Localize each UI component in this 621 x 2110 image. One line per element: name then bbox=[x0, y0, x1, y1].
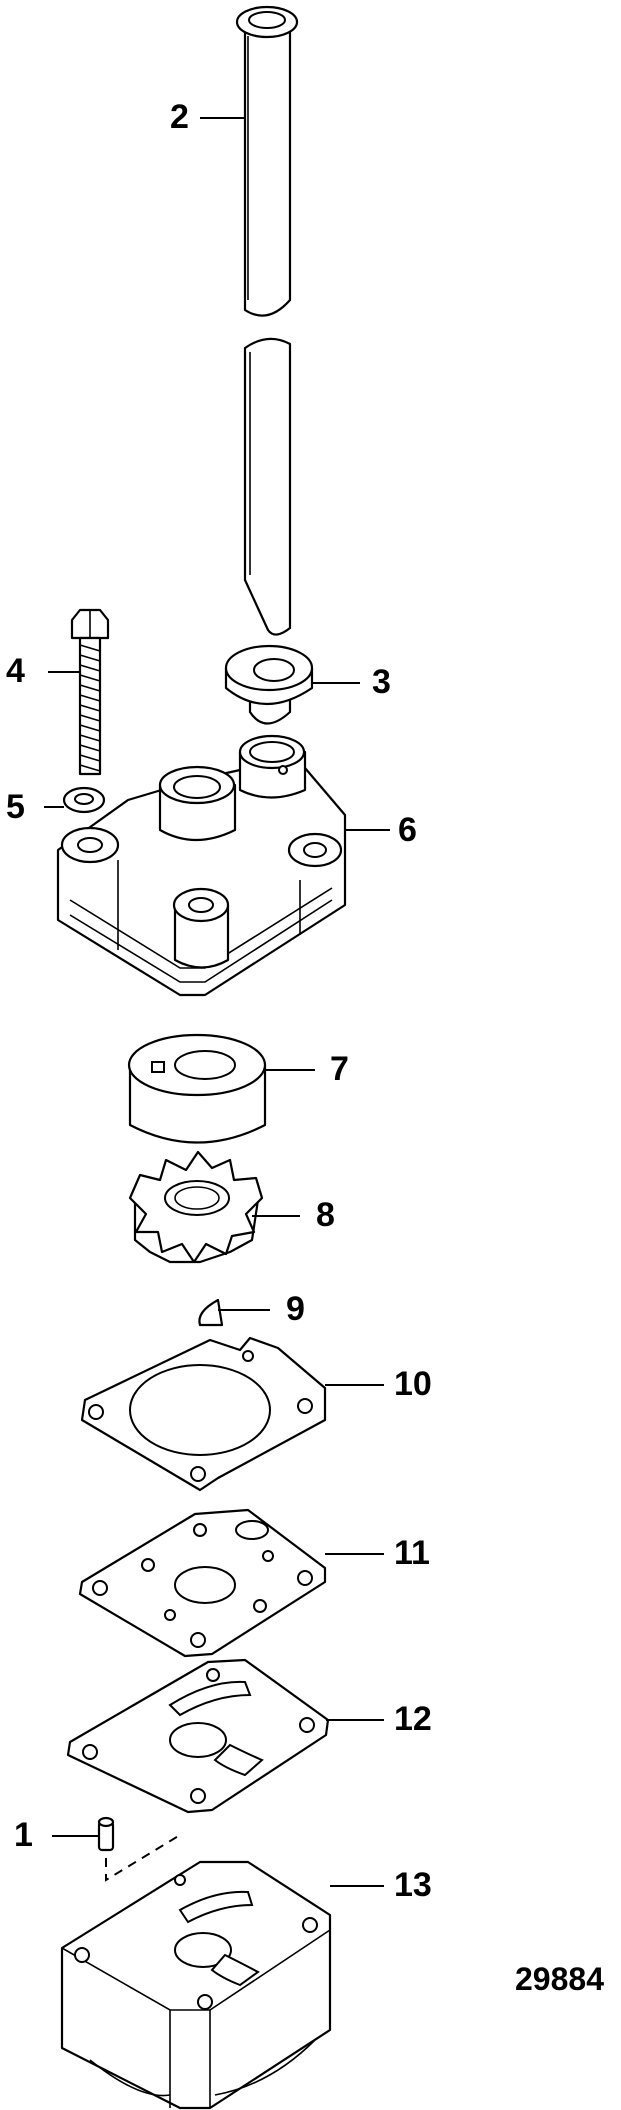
callout-9: 9 bbox=[286, 1290, 305, 1328]
callout-5: 5 bbox=[6, 788, 25, 826]
callout-6: 6 bbox=[398, 811, 417, 849]
dowel-pin-part bbox=[97, 1816, 115, 1852]
callout-4: 4 bbox=[6, 652, 25, 690]
reference-number: 29884 bbox=[515, 1961, 604, 1997]
callout-3: 3 bbox=[372, 663, 391, 701]
dowel-pin-alignment-line bbox=[105, 1834, 181, 1882]
callout-8: 8 bbox=[316, 1196, 335, 1234]
pump-housing-part bbox=[56, 734, 347, 997]
callout-10: 10 bbox=[394, 1365, 432, 1403]
screw-part bbox=[70, 608, 110, 776]
tube-grommet-part bbox=[224, 644, 314, 725]
callout-7: 7 bbox=[330, 1050, 349, 1088]
callout-2: 2 bbox=[170, 98, 189, 136]
callout-11: 11 bbox=[394, 1534, 430, 1572]
impeller-insert-part bbox=[127, 1033, 267, 1144]
leader-lines bbox=[44, 117, 390, 1887]
lower-gasket-part bbox=[66, 1658, 330, 1814]
callout-13: 13 bbox=[394, 1866, 432, 1904]
drive-key-part bbox=[198, 1298, 224, 1327]
water-tube-part bbox=[235, 5, 299, 636]
housing-gasket-part bbox=[80, 1336, 327, 1492]
face-plate-part bbox=[78, 1508, 327, 1658]
callout-1: 1 bbox=[14, 1816, 33, 1854]
washer-part bbox=[62, 786, 106, 814]
impeller-part bbox=[128, 1150, 264, 1264]
callout-12: 12 bbox=[394, 1700, 432, 1738]
pump-base-part bbox=[60, 1860, 332, 2110]
